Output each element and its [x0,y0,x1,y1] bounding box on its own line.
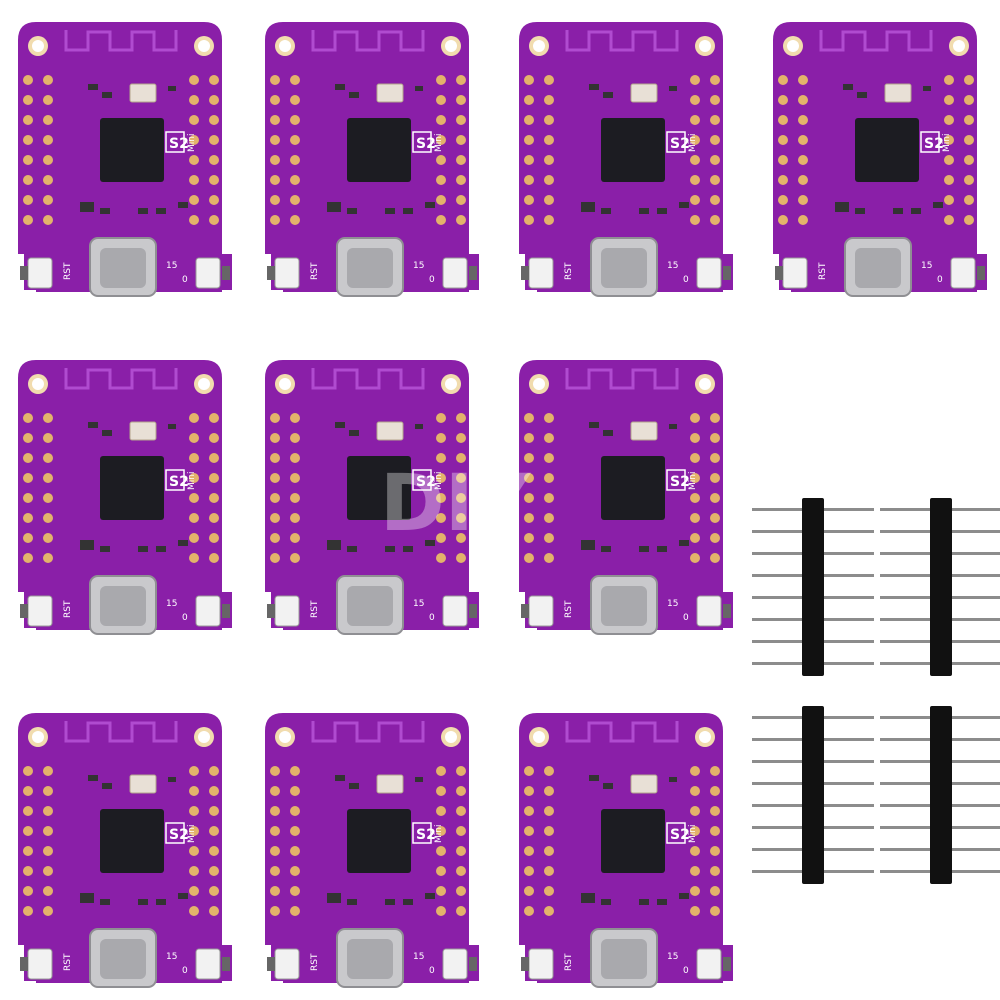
reset-label: RST [818,262,828,280]
board-label: S2 [416,136,436,152]
board-label: S2 [169,827,189,843]
pin-label-0: 0 [683,275,689,285]
pin-label-15: 15 [413,952,424,962]
pcb-body [517,711,735,989]
pcb-body [517,20,735,298]
reset-label: RST [564,262,574,280]
board-sublabel: Mini [688,472,698,490]
pcb-body [16,358,234,636]
pin-label-15: 15 [413,261,424,271]
board-sublabel: Mini [688,825,698,843]
pin-label-15: 15 [667,261,678,271]
pin-header-3 [752,706,874,884]
header-strip [880,706,1000,884]
reset-label: RST [564,953,574,971]
pin-label-0: 0 [182,613,188,623]
watermark-text: DIY [380,459,532,549]
board-sublabel: Mini [187,825,197,843]
header-strip [880,498,1000,676]
pcb-body [16,711,234,989]
board-label: S2 [670,827,690,843]
board-sublabel: Mini [187,472,197,490]
reset-label: RST [63,953,73,971]
pin-label-15: 15 [166,261,177,271]
pin-header-4 [880,706,1000,884]
header-strip [752,706,874,884]
pin-label-15: 15 [667,599,678,609]
board-sublabel: Mini [187,134,197,152]
pin-label-0: 0 [182,966,188,976]
pin-label-0: 0 [429,966,435,976]
pin-label-15: 15 [166,952,177,962]
pin-label-0: 0 [182,275,188,285]
reset-label: RST [63,600,73,618]
pcb-body [263,20,481,298]
reset-label: RST [310,600,320,618]
pin-label-15: 15 [667,952,678,962]
pin-label-0: 0 [683,613,689,623]
board-label: S2 [670,474,690,490]
pcb-body [16,20,234,298]
board-label: S2 [169,474,189,490]
header-strip [752,498,874,676]
board-sublabel: Mini [434,472,444,490]
reset-label: RST [564,600,574,618]
board-sublabel: Mini [688,134,698,152]
pin-label-15: 15 [166,599,177,609]
pin-label-0: 0 [429,275,435,285]
pin-label-0: 0 [429,613,435,623]
pcb-body [771,20,989,298]
pin-label-15: 15 [921,261,932,271]
reset-label: RST [310,953,320,971]
pin-header-2 [880,498,1000,676]
pin-headers [752,498,1000,884]
pin-label-0: 0 [683,966,689,976]
board-label: S2 [416,474,436,490]
board-label: S2 [169,136,189,152]
reset-label: RST [63,262,73,280]
board-label: S2 [670,136,690,152]
board-label: S2 [924,136,944,152]
pin-label-0: 0 [937,275,943,285]
board-sublabel: Mini [942,134,952,152]
pin-header-1 [752,498,874,676]
pin-label-15: 15 [413,599,424,609]
pcb-body [263,711,481,989]
board-sublabel: Mini [434,825,444,843]
board-sublabel: Mini [434,134,444,152]
board-label: S2 [416,827,436,843]
reset-label: RST [310,262,320,280]
pcb-body [517,358,735,636]
